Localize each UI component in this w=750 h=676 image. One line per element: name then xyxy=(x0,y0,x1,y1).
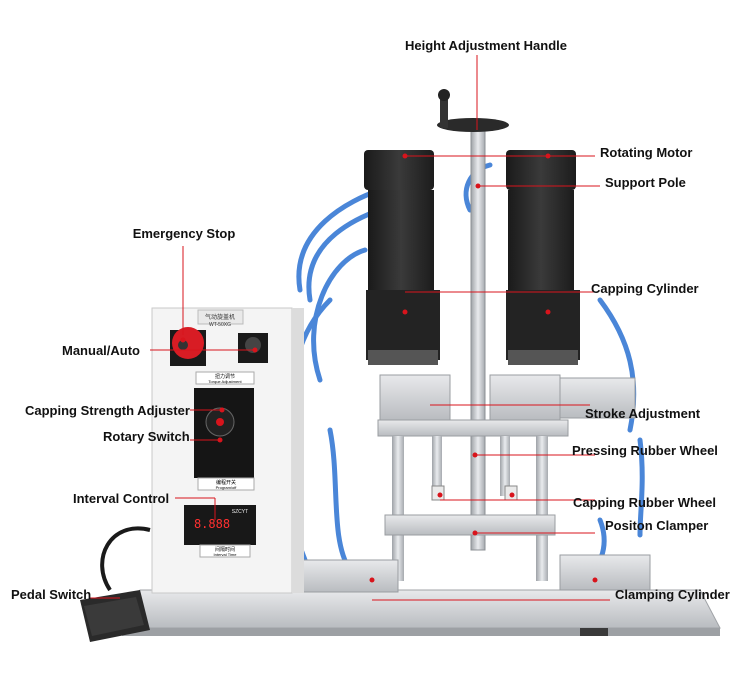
torque-en: Torque Adjustment xyxy=(208,379,242,384)
interval-en: Interval Time xyxy=(214,552,238,557)
air-tubes xyxy=(281,162,645,578)
display-brand: SZCYT xyxy=(232,509,248,515)
label-capping-strength: Capping Strength Adjuster xyxy=(25,403,190,418)
stroke-frame xyxy=(377,374,636,437)
panel-title: 气动旋盖机 xyxy=(205,313,235,321)
support-pole xyxy=(437,89,509,551)
label-position-clamper: Positon Clamper xyxy=(605,518,709,533)
program-cn: 编程开关 xyxy=(216,479,236,486)
leader-dots xyxy=(180,153,598,583)
label-pedal-switch: Pedal Switch xyxy=(11,587,92,602)
leader-lines xyxy=(90,55,610,601)
emergency-stop-button[interactable] xyxy=(172,327,204,359)
interval-display: 8.888 xyxy=(194,517,230,531)
position-clamper-plate xyxy=(384,514,556,536)
label-pressing-wheel: Pressing Rubber Wheel xyxy=(572,443,718,458)
label-emergency-stop: Emergency Stop xyxy=(132,226,236,241)
pedal-switch-device[interactable] xyxy=(80,526,151,642)
torque-cn: 扭力调节 xyxy=(215,373,235,380)
label-manual-auto: Manual/Auto xyxy=(62,343,140,358)
label-capping-cylinder: Capping Cylinder xyxy=(591,281,699,296)
label-capping-rubber-wheel: Capping Rubber Wheel xyxy=(573,495,716,510)
motor-left xyxy=(364,150,440,365)
label-support-pole: Support Pole xyxy=(605,175,686,190)
label-stroke-adjustment: Stroke Adjustment xyxy=(585,406,701,421)
program-en: Program/off xyxy=(216,485,238,490)
control-box: 气动旋盖机 WT-50XG 扭力调节 Torque Adjustment 编程开… xyxy=(151,307,304,594)
panel-model: WT-50XG xyxy=(209,322,231,328)
motor-right xyxy=(506,150,580,365)
label-rotary-switch: Rotary Switch xyxy=(103,429,190,444)
clamping-cylinders xyxy=(297,554,651,593)
interval-cn: 间隔时间 xyxy=(215,546,235,553)
label-height-handle: Height Adjustment Handle xyxy=(404,38,568,53)
label-rotating-motor: Rotating Motor xyxy=(600,145,693,160)
guide-columns xyxy=(392,436,548,581)
label-interval-control: Interval Control xyxy=(73,491,170,506)
label-clamping-cylinder: Clamping Cylinder xyxy=(615,587,730,602)
